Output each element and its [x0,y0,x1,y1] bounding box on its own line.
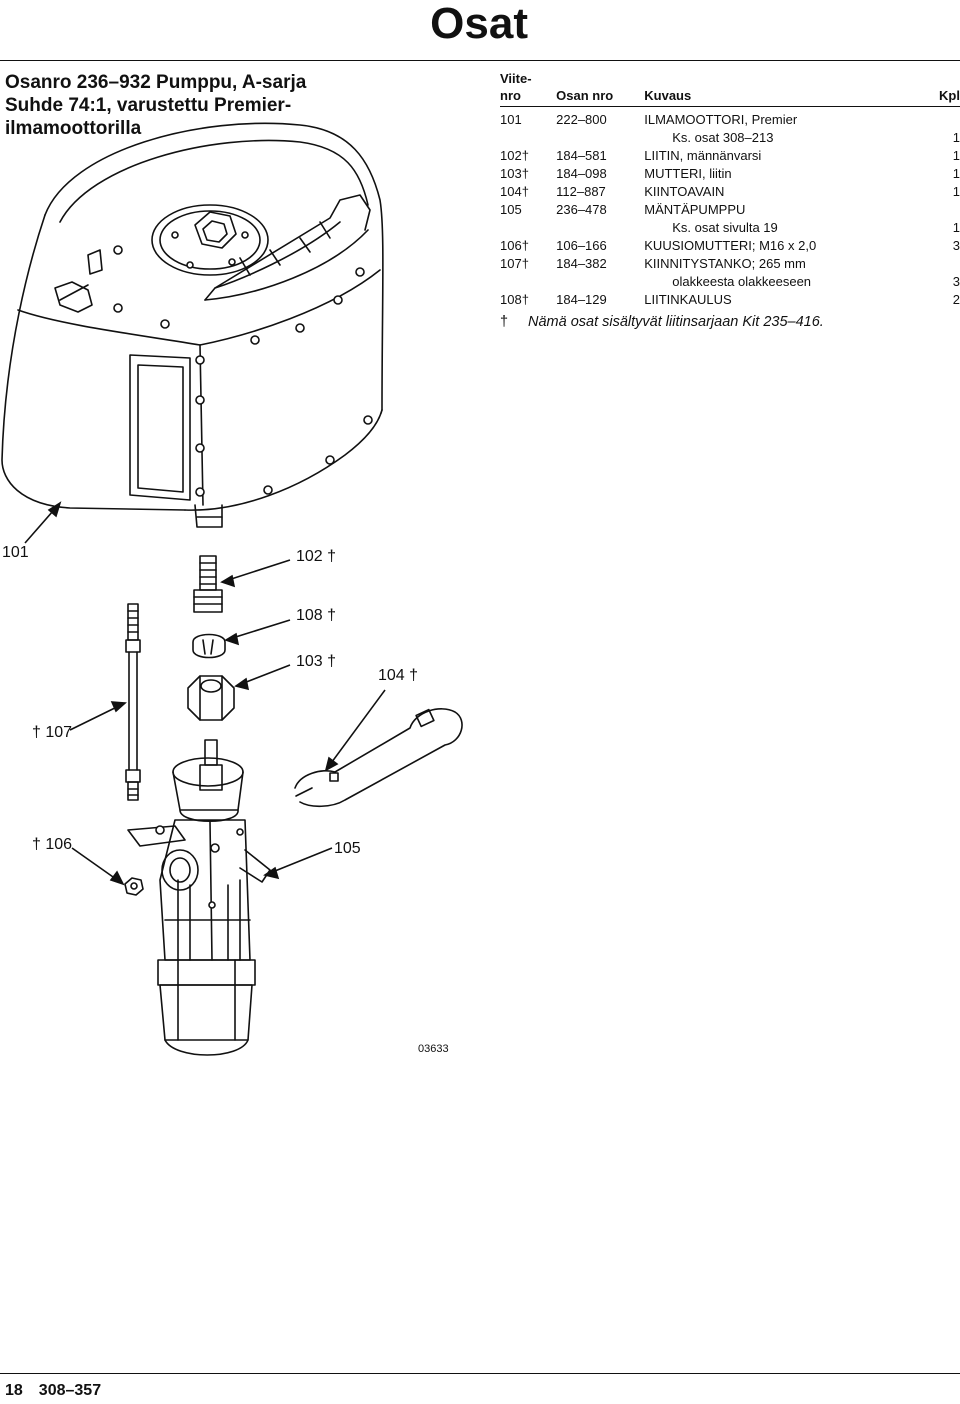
cell-quantity: 3 [952,238,960,253]
cell-quantity: 1 [952,130,960,145]
header-part-number: Osan nro [556,70,645,107]
cell-part-number: 184–129 [556,292,607,307]
cell-description: KIINNITYSTANKO; 265 mm [644,256,806,271]
cell-part-number: 236–478 [556,202,607,217]
nut-103-illustration [187,675,235,721]
cell-description: KUUSIOMUTTERI; M16 x 2,0 [644,238,817,253]
header-ref-line-1: Viite- [500,71,532,86]
cell-ref: 105 [500,202,522,217]
cell-description: Ks. osat sivulta 19 [672,220,778,235]
cell-description: LIITIN, männänvarsi [644,148,762,163]
footer-rule [0,1373,960,1374]
header-description: Kuvaus [644,70,940,107]
figure-id: 03633 [418,1043,449,1055]
wrench-104-illustration [294,708,463,808]
parts-table: Viite- nro Osan nro Kuvaus Kpl 101 222–80… [500,70,960,309]
header-rule [0,60,960,61]
tie-rod-107-illustration [125,603,141,801]
cell-ref [500,273,556,291]
cell-quantity: 1 [952,148,960,163]
cell-ref: 103† [500,166,529,181]
table-row: Ks. osat sivulta 19 1 [500,219,960,237]
cell-part-number: 106–166 [556,238,607,253]
cell-quantity [939,255,960,273]
cell-part-number [556,129,644,147]
cell-part-number: 184–581 [556,148,607,163]
assembly-title-line-1: Osanro 236–932 Pumppu, A-sarja [5,72,307,93]
table-row: olakkeesta olakkeeseen 3 [500,273,960,291]
callout-104: 104 † [378,667,419,684]
cell-description: ILMAMOOTTORI, Premier [644,112,798,127]
footnote: † Nämä osat sisältyvät liitinsarjaan Kit … [500,313,960,331]
cell-part-number [556,273,644,291]
callout-101: 101 [2,544,29,561]
assembly-title: Osanro 236–932 Pumppu, A-sarja Suhde 74:… [5,71,335,140]
hex-nut-106-illustration [124,877,144,896]
cell-part-number: 112–887 [556,184,606,199]
cell-description: olakkeesta olakkeeseen [672,274,812,289]
cell-ref: 102† [500,148,529,163]
table-row: 104† 112–887 KIINTOAVAIN 1 [500,183,960,201]
cell-description: MUTTERI, liitin [644,166,732,181]
air-motor-illustration [1,122,384,528]
cell-quantity: 1 [952,166,960,181]
collar-108-illustration [192,633,226,659]
cell-quantity: 1 [952,220,960,235]
cell-quantity: 1 [952,184,960,199]
cell-ref: 104† [500,184,529,199]
page-footer: 18 308–357 [5,1382,117,1400]
header-ref-line-2: nro [500,88,521,103]
assembly-title-line-2: Suhde 74:1, varustettu Premier- [5,95,292,116]
cell-ref [500,219,556,237]
cell-quantity: 2 [952,292,960,307]
table-row: Ks. osat 308–213 1 [500,129,960,147]
table-row: 108† 184–129 LIITINKAULUS 2 [500,291,960,309]
table-row: 103† 184–098 MUTTERI, liitin 1 [500,165,960,183]
callout-108: 108 † [296,607,337,624]
table-row: 106† 106–166 KUUSIOMUTTERI; M16 x 2,0 3 [500,237,960,255]
adapter-102-illustration [193,555,223,613]
motor-bolts [113,231,373,497]
cell-ref: 108† [500,292,529,307]
footnote-dagger: † [500,314,509,330]
cell-part-number: 222–800 [556,112,607,127]
callout-103: 103 † [296,653,337,670]
cell-description: MÄNTÄPUMPPU [644,202,746,217]
cell-quantity: 3 [952,274,960,289]
cell-part-number: 184–382 [556,256,607,271]
cell-description: Ks. osat 308–213 [672,130,774,145]
pump-105-illustration [127,739,271,1056]
table-row: 101 222–800 ILMAMOOTTORI, Premier [500,107,960,130]
cell-ref: 106† [500,238,529,253]
cell-ref: 101 [500,112,522,127]
table-row: 105 236–478 MÄNTÄPUMPPU [500,201,960,219]
table-row: 102† 184–581 LIITIN, männänvarsi 1 [500,147,960,165]
cell-quantity [939,201,960,219]
document-number: 308–357 [38,1382,102,1399]
page-number: 18 [5,1382,23,1399]
callout-105: 105 [334,840,361,857]
cell-description: LIITINKAULUS [644,292,732,307]
footnote-text: Nämä osat sisältyvät liitinsarjaan Kit 2… [528,314,824,330]
cell-ref [500,129,556,147]
cell-part-number [556,219,644,237]
parts-table-header: Viite- nro Osan nro Kuvaus Kpl [500,70,960,107]
assembly-title-line-3: ilmamoottorilla [5,118,142,139]
cell-description: KIINTOAVAIN [644,184,725,199]
cell-part-number: 184–098 [556,166,607,181]
header-quantity: Kpl [939,70,960,107]
cell-quantity [939,107,960,130]
callout-106: † 106 [32,836,73,853]
callout-102: 102 † [296,548,337,565]
table-row: 107† 184–382 KIINNITYSTANKO; 265 mm [500,255,960,273]
header-ref: Viite- nro [500,70,557,107]
page-heading: Osat [430,0,528,48]
callout-107: † 107 [32,724,73,741]
cell-ref: 107† [500,256,529,271]
